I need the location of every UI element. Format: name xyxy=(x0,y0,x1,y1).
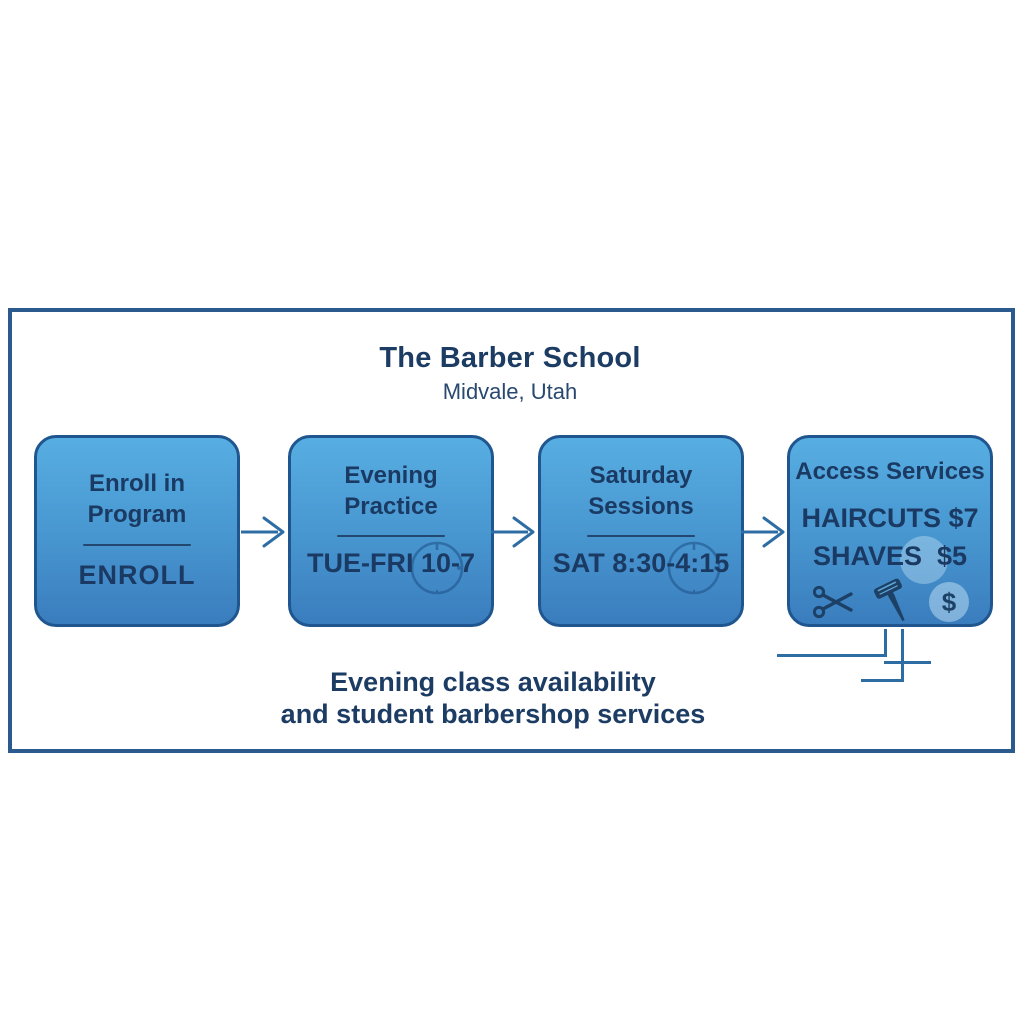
service-icons-row: $ xyxy=(811,577,969,624)
diagram-caption: Evening class availability and student b… xyxy=(280,667,706,729)
divider-line xyxy=(83,544,191,546)
step-box-evening-practice: Evening Practice TUE-FRI 10-7 xyxy=(288,435,494,627)
step-box-saturday-sessions: Saturday Sessions SAT 8:30-4:15 xyxy=(538,435,744,627)
highlight-circle xyxy=(900,536,948,584)
page-subtitle: Midvale, Utah xyxy=(442,379,578,404)
page-title: The Barber School xyxy=(379,342,641,374)
step-detail: TUE-FRI 10-7 xyxy=(306,548,476,578)
connector-line xyxy=(861,679,904,682)
price-shaves: SHAVES $5 xyxy=(812,541,968,571)
step-title: Evening Practice xyxy=(344,462,438,520)
connector-line xyxy=(777,654,887,657)
scissors-icon xyxy=(812,585,853,619)
diagram-header: The Barber School Midvale, Utah xyxy=(0,342,1020,405)
arrow-right-icon xyxy=(491,516,535,548)
step-detail: SAT 8:30-4:15 xyxy=(552,548,730,578)
step-title: Saturday Sessions xyxy=(588,462,694,520)
divider-line xyxy=(337,535,445,537)
clock-icon xyxy=(410,541,464,595)
dollar-icon: $ xyxy=(929,582,969,622)
step-title: Access Services xyxy=(795,458,985,485)
step-box-access-services: Access Services HAIRCUTS $7 SHAVES $5 xyxy=(787,435,993,627)
step-box-enroll: Enroll in Program ENROLL xyxy=(34,435,240,627)
connector-line xyxy=(884,661,931,664)
clock-icon xyxy=(667,541,721,595)
price-haircuts: HAIRCUTS $7 xyxy=(801,503,979,533)
arrow-right-icon xyxy=(241,516,285,548)
step-title: Enroll in Program xyxy=(87,470,187,528)
divider-line xyxy=(587,535,695,537)
arrow-right-icon xyxy=(741,516,785,548)
connector-line xyxy=(901,629,904,682)
razor-icon xyxy=(873,578,905,622)
step-detail: ENROLL xyxy=(78,560,196,590)
connector-line xyxy=(884,629,887,657)
